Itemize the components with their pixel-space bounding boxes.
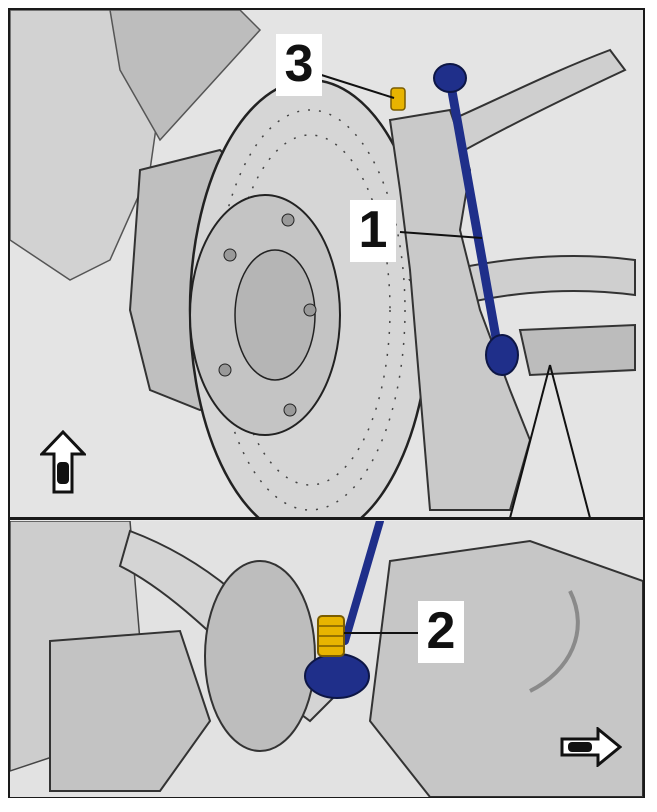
bottom-illustration	[10, 521, 643, 797]
lower-mount	[49, 629, 212, 792]
stabilizer-link-rod	[341, 521, 384, 645]
up-arrow-with-car-icon	[40, 430, 86, 494]
upper-nut	[390, 87, 406, 111]
leader-line-1	[399, 231, 483, 239]
bottom-panel: 2	[10, 521, 643, 797]
link-upper-joint	[433, 63, 467, 93]
top-illustration	[10, 10, 643, 518]
callout-3: 3	[276, 34, 322, 96]
stabilizer-link	[445, 75, 505, 365]
panel-divider	[8, 517, 645, 520]
link-ball-joint	[304, 653, 370, 699]
tie-rod	[518, 323, 636, 377]
top-panel: 3 1	[10, 10, 643, 518]
leader-line-3	[311, 71, 395, 99]
drive-shaft-boot	[204, 560, 316, 752]
zoom-line-left	[509, 364, 551, 518]
right-arrow-with-car-icon	[560, 727, 622, 767]
callout-2: 2	[418, 601, 464, 663]
link-lower-joint	[485, 334, 519, 376]
callout-1: 1	[350, 200, 396, 262]
zoom-line-right	[549, 364, 591, 518]
